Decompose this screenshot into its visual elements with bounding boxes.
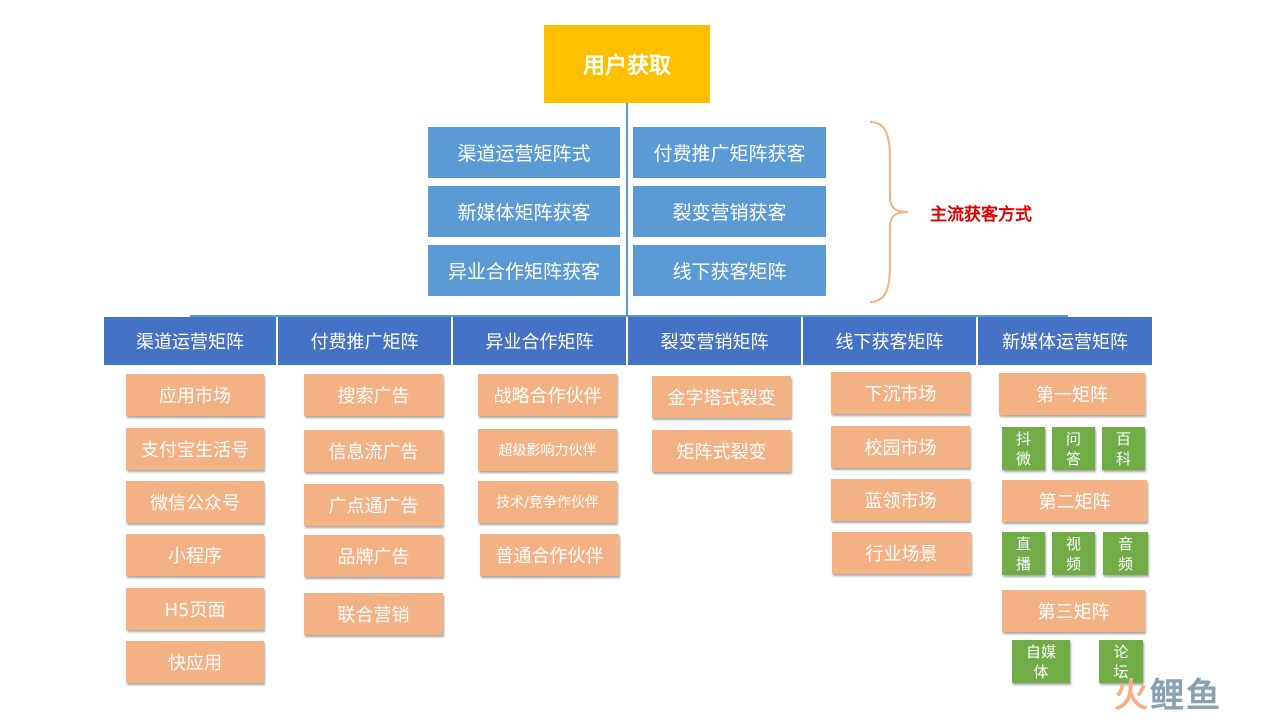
leaf-item: 品牌广告 <box>304 535 443 577</box>
sub-item: 百 科 <box>1102 427 1145 470</box>
sub-item: 论 坛 <box>1099 640 1143 683</box>
leaf-item: 技术/竞争作伙伴 <box>478 481 617 523</box>
leaf-item: 小程序 <box>126 534 264 576</box>
sub-item: 音 频 <box>1103 532 1148 575</box>
leaf-item: 下沉市场 <box>831 372 970 414</box>
root-node: 用户获取 <box>544 25 710 103</box>
leaf-item: 快应用 <box>126 641 264 683</box>
group-header: 第二矩阵 <box>1002 480 1147 522</box>
leaf-item: 超级影响力伙伴 <box>478 429 617 471</box>
group-header: 第一矩阵 <box>999 373 1145 415</box>
sub-item: 视 频 <box>1052 532 1095 575</box>
category-partner: 异业合作矩阵 <box>453 317 628 365</box>
main-methods-label: 主流获客方式 <box>930 205 1032 225</box>
leaf-item: 应用市场 <box>126 374 264 416</box>
method-left-1: 渠道运营矩阵式 <box>428 127 620 178</box>
leaf-item: 微信公众号 <box>126 481 264 523</box>
category-newmedia: 新媒体运营矩阵 <box>978 317 1152 365</box>
method-left-3: 异业合作矩阵获客 <box>428 245 620 296</box>
sub-item: 直 播 <box>1002 532 1045 575</box>
leaf-item: 战略合作伙伴 <box>478 374 617 416</box>
category-paid: 付费推广矩阵 <box>278 317 453 365</box>
leaf-item: 联合营销 <box>304 593 443 635</box>
group-header: 第三矩阵 <box>1002 590 1145 632</box>
leaf-item: 蓝领市场 <box>831 479 970 521</box>
method-right-1: 付费推广矩阵获客 <box>633 127 826 178</box>
method-right-3: 线下获客矩阵 <box>633 245 826 296</box>
leaf-item: H5页面 <box>126 588 264 630</box>
leaf-item: 矩阵式裂变 <box>652 430 791 472</box>
trunk-line <box>626 103 628 317</box>
category-bus-line <box>190 315 1068 317</box>
leaf-item: 支付宝生活号 <box>126 428 264 470</box>
logo: 火鲤鱼 <box>1114 668 1222 717</box>
leaf-item: 校园市场 <box>831 426 970 468</box>
leaf-item: 普通合作伙伴 <box>480 534 619 576</box>
logo-part-2: 鲤鱼 <box>1150 676 1222 716</box>
category-fission: 裂变营销矩阵 <box>628 317 803 365</box>
method-left-2: 新媒体矩阵获客 <box>428 186 620 237</box>
leaf-item: 行业场景 <box>832 532 971 574</box>
sub-item: 抖 微 <box>1002 427 1045 470</box>
sub-item: 自媒 体 <box>1012 640 1070 683</box>
method-right-2: 裂变营销获客 <box>633 186 826 237</box>
sub-item: 问 答 <box>1052 427 1095 470</box>
logo-part-1: 火 <box>1114 676 1150 716</box>
leaf-item: 搜索广告 <box>304 374 443 416</box>
category-offline: 线下获客矩阵 <box>803 317 978 365</box>
leaf-item: 广点通广告 <box>304 484 443 526</box>
brace-icon <box>869 121 909 303</box>
leaf-item: 金字塔式裂变 <box>652 376 791 418</box>
category-channel: 渠道运营矩阵 <box>104 317 278 365</box>
leaf-item: 信息流广告 <box>304 430 443 472</box>
